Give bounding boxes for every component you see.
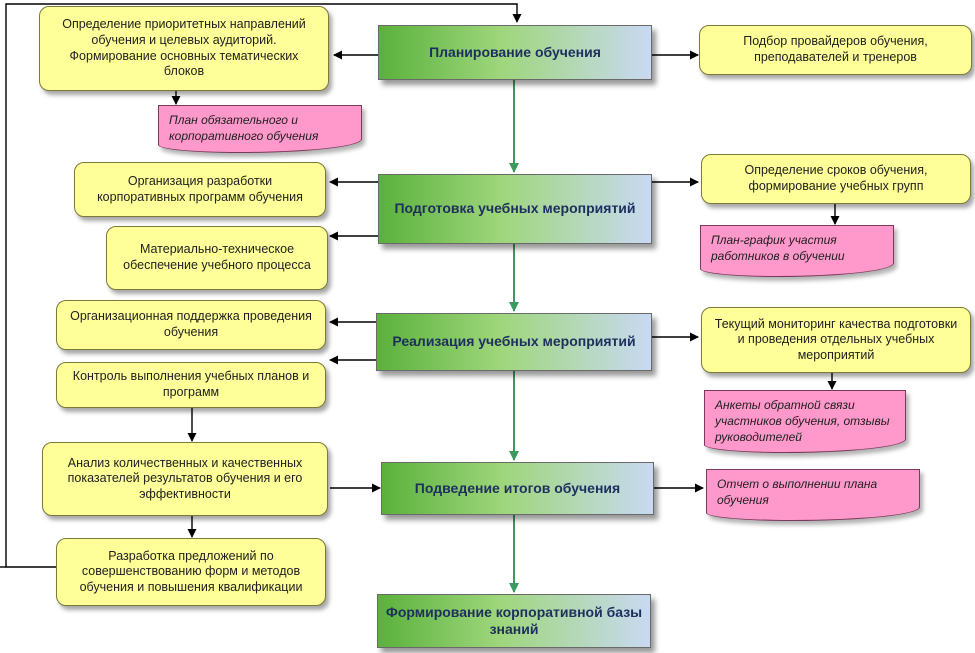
task-proposals-label: Разработка предложений по совершенствова… <box>79 548 303 594</box>
task-schedule-label: Определение сроков обучения, формировани… <box>744 163 928 193</box>
document-report: Отчет о выполнении плана обучения <box>706 469 920 521</box>
stage-knowledge-base-label: Формирование корпоративной базы знаний <box>385 603 643 638</box>
stage-preparation-label: Подготовка учебных мероприятий <box>394 200 636 217</box>
task-analysis: Анализ количественных и качественных пок… <box>42 442 328 516</box>
task-monitoring: Текущий мониторинг качества подготовки и… <box>701 307 971 373</box>
task-control-label: Контроль выполнения учебных планов и про… <box>72 369 310 399</box>
document-participation: План-график участия работников в обучени… <box>700 225 894 277</box>
feedback-loop-arrow <box>5 3 522 568</box>
stage-implementation-label: Реализация учебных мероприятий <box>392 333 636 350</box>
task-providers-label: Подбор провайдеров обучения, преподавате… <box>743 34 928 64</box>
task-priorities: Определение приоритетных направлений обу… <box>39 6 329 91</box>
stage-preparation: Подготовка учебных мероприятий <box>378 174 652 244</box>
stage-planning-label: Планирование обучения <box>429 43 601 60</box>
task-programs: Организация разработки корпоративных про… <box>74 162 326 217</box>
stage-planning: Планирование обучения <box>378 25 652 80</box>
document-participation-label: План-график участия работников в обучени… <box>711 233 845 264</box>
task-analysis-label: Анализ количественных и качественных пок… <box>67 455 303 501</box>
document-feedback-label: Анкеты обратной связи участников обучени… <box>715 398 890 445</box>
task-org-support: Организационная поддержка проведения обу… <box>56 300 326 350</box>
task-monitoring-label: Текущий мониторинг качества подготовки и… <box>714 316 958 362</box>
document-plan: План обязательного и корпоративного обуч… <box>158 105 362 153</box>
stage-summary: Подведение итогов обучения <box>381 462 654 515</box>
task-proposals: Разработка предложений по совершенствова… <box>56 538 326 606</box>
stage-summary-label: Подведение итогов обучения <box>414 479 621 496</box>
side-arrows <box>0 3 840 568</box>
document-plan-label: План обязательного и корпоративного обуч… <box>169 113 319 144</box>
task-org-support-label: Организационная поддержка проведения обу… <box>70 309 312 339</box>
document-report-label: Отчет о выполнении плана обучения <box>717 477 878 508</box>
task-providers: Подбор провайдеров обучения, преподавате… <box>699 25 972 75</box>
task-programs-label: Организация разработки корпоративных про… <box>97 173 303 204</box>
document-feedback: Анкеты обратной связи участников обучени… <box>704 390 906 453</box>
task-schedule: Определение сроков обучения, формировани… <box>701 154 971 204</box>
task-control: Контроль выполнения учебных планов и про… <box>56 362 326 408</box>
stage-implementation: Реализация учебных мероприятий <box>376 313 652 371</box>
task-material: Материально-техническое обеспечение учеб… <box>106 226 328 290</box>
stage-knowledge-base: Формирование корпоративной базы знаний <box>377 594 651 648</box>
task-priorities-label: Определение приоритетных направлений обу… <box>62 17 306 79</box>
task-material-label: Материально-техническое обеспечение учеб… <box>123 242 311 272</box>
